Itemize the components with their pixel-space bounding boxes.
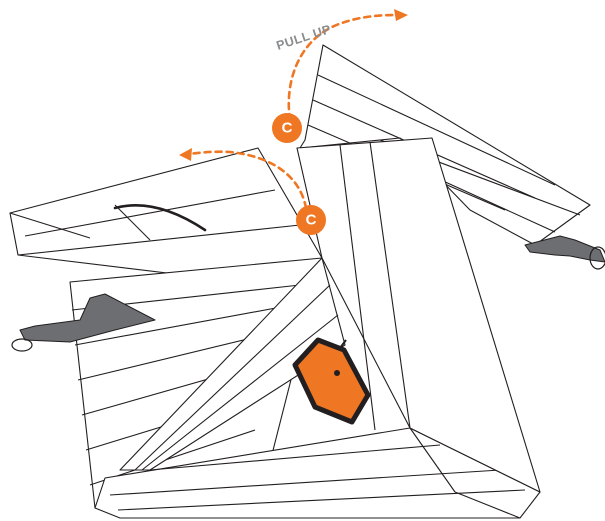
diagonal-fold [119,257,346,471]
pull-up-arrow-top [287,13,397,122]
pull-arrow-left [186,150,308,210]
arrow-head-top [394,9,408,21]
center-panel [296,137,541,493]
left-strap [11,293,156,352]
marker-c-lower: C [296,205,326,235]
left-wing-flap [9,147,323,281]
marker-c-upper-label: C [282,120,293,137]
marker-c-upper: C [272,113,302,143]
orange-pad [292,337,371,425]
arrow-head-left [179,148,192,161]
right-strap [524,235,605,270]
marker-c-lower-label: C [306,212,317,229]
wire-line [113,203,207,232]
